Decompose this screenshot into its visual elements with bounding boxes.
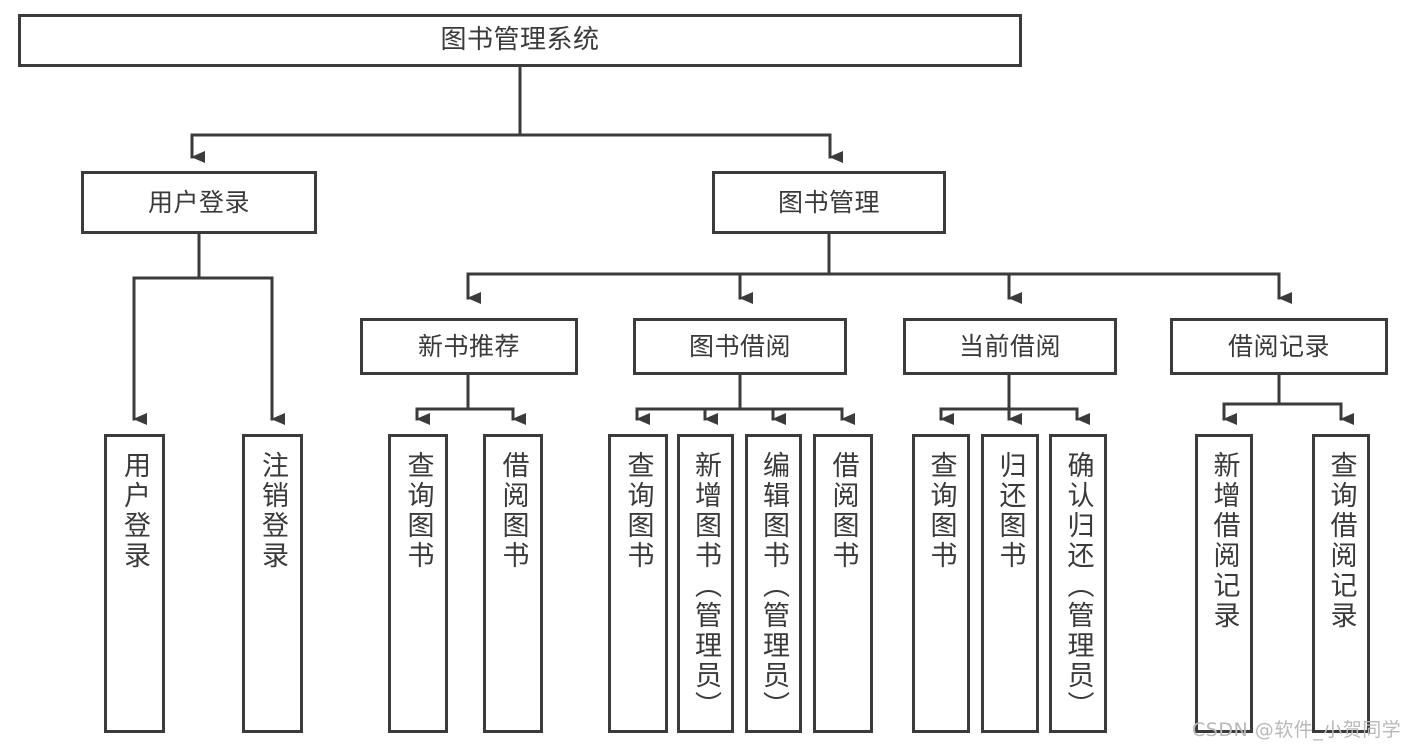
node-leaf-confirm-return-label: 确认归还（管理员）: [1062, 451, 1094, 721]
node-current-borrow[interactable]: 当前借阅: [903, 318, 1117, 375]
node-book-management-label: 图书管理: [777, 188, 880, 217]
node-new-book-recommend-label: 新书推荐: [417, 332, 520, 361]
node-root-book-management-system[interactable]: 图书管理系统: [18, 14, 1022, 67]
node-leaf-borrow-book-1[interactable]: 借阅图书: [483, 434, 543, 733]
node-leaf-edit-book-label: 编辑图书（管理员）: [758, 451, 789, 721]
node-leaf-confirm-return[interactable]: 确认归还（管理员）: [1049, 434, 1107, 733]
node-leaf-return-book[interactable]: 归还图书: [981, 434, 1039, 733]
node-leaf-logout-login[interactable]: 注销登录: [242, 434, 303, 733]
node-leaf-query-book-1[interactable]: 查询图书: [388, 434, 448, 733]
node-leaf-borrow-book-1-label: 借阅图书: [497, 451, 529, 571]
node-leaf-query-book-1-label: 查询图书: [402, 451, 434, 571]
node-leaf-borrow-book-2-label: 借阅图书: [827, 451, 859, 571]
node-leaf-edit-book[interactable]: 编辑图书（管理员）: [745, 434, 802, 733]
node-borrow-record[interactable]: 借阅记录: [1170, 318, 1388, 375]
node-leaf-query-book-3-label: 查询图书: [925, 451, 957, 571]
node-user-login[interactable]: 用户登录: [81, 171, 317, 234]
node-leaf-query-book-3[interactable]: 查询图书: [912, 434, 970, 733]
node-leaf-add-book-label: 新增图书（管理员）: [690, 451, 721, 721]
node-leaf-borrow-book-2[interactable]: 借阅图书: [813, 434, 873, 733]
node-leaf-query-book-2-label: 查询图书: [622, 451, 654, 571]
node-book-borrow[interactable]: 图书借阅: [633, 318, 847, 375]
node-leaf-user-login[interactable]: 用户登录: [104, 434, 165, 733]
node-borrow-record-label: 借阅记录: [1227, 332, 1330, 361]
node-leaf-add-record[interactable]: 新增借阅记录: [1195, 434, 1253, 733]
node-leaf-logout-login-label: 注销登录: [257, 451, 288, 571]
node-leaf-user-login-label: 用户登录: [119, 451, 150, 571]
node-root-label: 图书管理系统: [440, 25, 600, 56]
node-leaf-query-book-2[interactable]: 查询图书: [608, 434, 668, 733]
node-leaf-query-record[interactable]: 查询借阅记录: [1312, 434, 1370, 733]
node-current-borrow-label: 当前借阅: [958, 332, 1061, 361]
csdn-watermark: CSDN @软件_小贺同学: [1192, 719, 1402, 741]
node-new-book-recommend[interactable]: 新书推荐: [360, 318, 578, 375]
node-user-login-label: 用户登录: [147, 188, 250, 217]
node-leaf-query-record-label: 查询借阅记录: [1325, 451, 1357, 631]
node-leaf-add-book[interactable]: 新增图书（管理员）: [677, 434, 734, 733]
node-book-management[interactable]: 图书管理: [712, 171, 946, 234]
node-leaf-add-record-label: 新增借阅记录: [1208, 451, 1240, 631]
node-leaf-return-book-label: 归还图书: [994, 451, 1026, 571]
node-book-borrow-label: 图书借阅: [688, 332, 791, 361]
